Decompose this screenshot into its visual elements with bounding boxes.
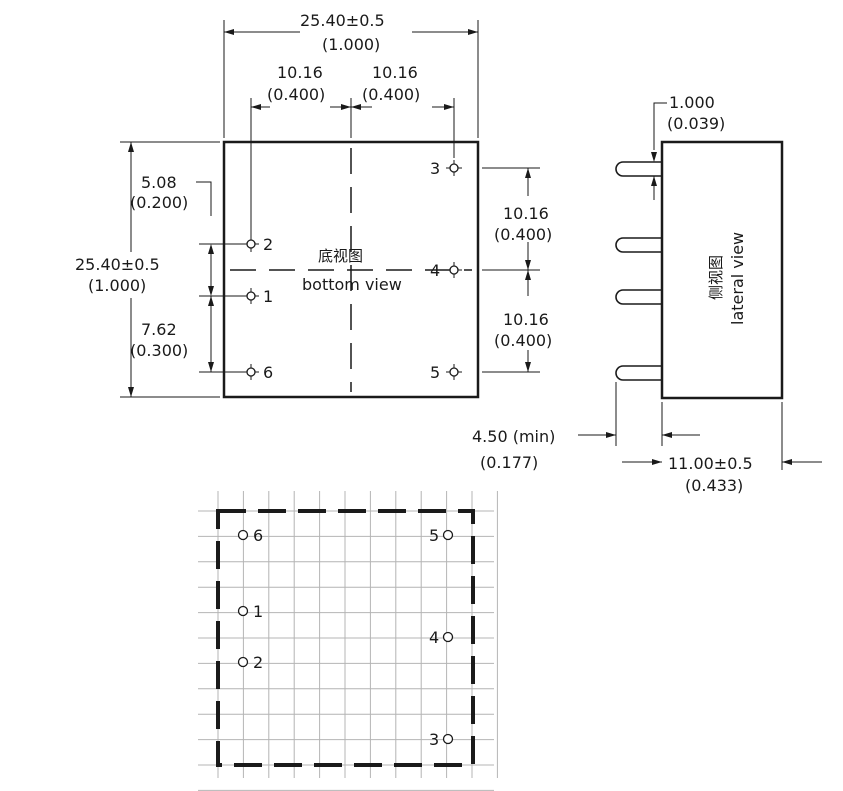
bottom-pin-3: 3: [430, 159, 462, 178]
lower-right-dim-inch: (0.400): [494, 331, 552, 350]
bottom-pin-4: 4: [430, 261, 462, 280]
offset-dim-value: 5.08: [141, 173, 177, 192]
right-pitch-value: 10.16: [372, 63, 418, 82]
upper-right-dim-inch: (0.400): [494, 225, 552, 244]
bottom-pin-2-label: 2: [263, 235, 273, 254]
lower-dim-value: 7.62: [141, 320, 177, 339]
overall-width-value: 25.40±0.5: [300, 11, 385, 30]
depth-inch: (0.433): [685, 476, 743, 495]
bottom-view-title-cn: 底视图: [318, 247, 363, 265]
pin-thickness-value: 1.000: [669, 93, 715, 112]
bottom-pin-5-label: 5: [430, 363, 440, 382]
upper-right-dim-value: 10.16: [503, 204, 549, 223]
overall-height-dimension: 25.40±0.5 (1.000): [75, 141, 220, 398]
footprint-outline: [216, 509, 475, 767]
bottom-view: 底视图 bottom view 2 1 6 3 4: [75, 11, 552, 399]
right-pitch-inch: (0.400): [362, 85, 420, 104]
bottom-view-title-en: bottom view: [302, 275, 402, 294]
lateral-view-title-cn: 侧视图: [707, 255, 725, 300]
pin-thickness-dimension: 1.000 (0.039): [646, 93, 725, 200]
overall-width-dimension: 25.40±0.5 (1.000): [223, 11, 479, 138]
overall-height-value: 25.40±0.5: [75, 255, 160, 274]
lateral-view-title-en: lateral view: [728, 232, 747, 325]
footprint-pin-4-label: 4: [429, 628, 439, 647]
footprint-pin-3-label: 3: [429, 730, 439, 749]
bottom-pin-4-label: 4: [430, 261, 440, 280]
lateral-pin-4: [615, 365, 662, 381]
bottom-pin-1-label: 1: [263, 287, 273, 306]
bottom-pin-3-label: 3: [430, 159, 440, 178]
left-pitch-inch: (0.400): [267, 85, 325, 104]
lateral-view: 侧视图 lateral view 1.000 (0.039) 4.50 (min…: [472, 93, 822, 495]
lower-dim-inch: (0.300): [130, 341, 188, 360]
bottom-pin-2: 2: [243, 235, 273, 254]
depth-value: 11.00±0.5: [668, 454, 753, 473]
bottom-pin-6-label: 6: [263, 363, 273, 382]
bottom-pin-6: 6: [243, 363, 273, 382]
lateral-pin-1: [615, 161, 662, 177]
footprint-pin-5: 5: [429, 526, 454, 545]
overall-width-inch: (1.000): [322, 35, 380, 54]
offset-dim-inch: (0.200): [130, 193, 188, 212]
footprint-pin-1-label: 1: [253, 602, 263, 621]
footprint-pin-2-label: 2: [253, 653, 263, 672]
right-pin-dimensions: 10.16 (0.400) 10.16 (0.400): [482, 167, 552, 373]
footprint-pin-1: 1: [237, 602, 263, 621]
depth-dimension: 11.00±0.5 (0.433): [622, 402, 822, 495]
overall-height-inch: (1.000): [88, 276, 146, 295]
bottom-pin-5: 5: [430, 363, 462, 382]
footprint-pin-3: 3: [429, 730, 454, 749]
pin-thickness-inch: (0.039): [667, 114, 725, 133]
left-pitch-value: 10.16: [277, 63, 323, 82]
top-pitch-dimensions: 10.16 (0.400) 10.16 (0.400): [250, 63, 455, 236]
lower-right-dim-value: 10.16: [503, 310, 549, 329]
pin-length-inch: (0.177): [480, 453, 538, 472]
footprint-pin-5-label: 5: [429, 526, 439, 545]
bottom-view-outline: [222, 140, 480, 399]
lateral-pin-2: [615, 237, 662, 253]
footprint-pin-2: 2: [237, 653, 263, 672]
pin-length-value: 4.50 (min): [472, 427, 555, 446]
bottom-pin-1: 1: [243, 287, 273, 306]
left-pin-dimensions: 5.08 (0.200) 7.62 (0.300): [130, 173, 243, 373]
footprint-pin-6: 6: [237, 526, 263, 545]
footprint-pin-6-label: 6: [253, 526, 263, 545]
pin-length-dimension: 4.50 (min) (0.177): [472, 382, 700, 472]
pcb-footprint: 6 1 2 5 4 3: [198, 491, 498, 791]
lateral-view-body: [660, 140, 784, 400]
footprint-pin-4: 4: [429, 628, 454, 647]
lateral-pin-3: [615, 289, 662, 305]
